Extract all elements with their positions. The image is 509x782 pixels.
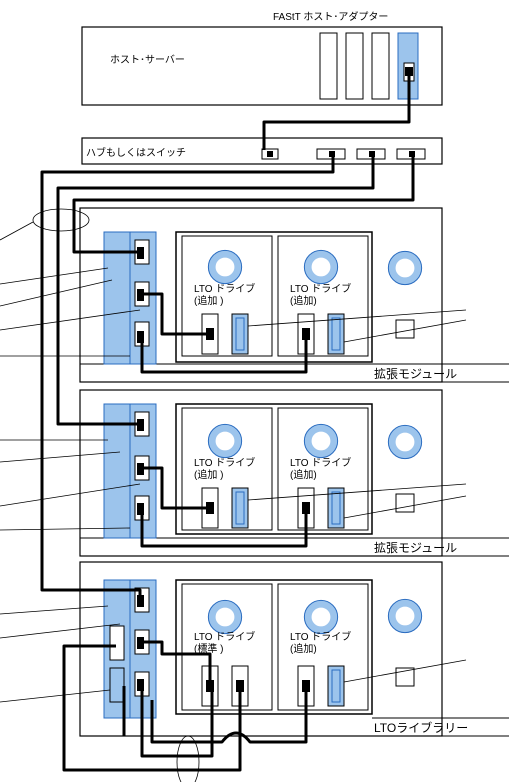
fan-1-outline xyxy=(387,250,423,286)
drive-label-line2-4: (追加) xyxy=(290,468,317,481)
cables xyxy=(40,72,415,772)
fan-1 xyxy=(388,251,422,285)
drive-disk-6-outline xyxy=(303,599,339,635)
hub-switch-label: ハブもしくはスイッチ xyxy=(86,146,186,159)
leader-lines xyxy=(0,208,467,782)
drive-label-line2-3: (追加 ) xyxy=(194,468,223,481)
drive-label-line1-2: LTO ドライブ xyxy=(290,282,351,295)
drive-label-line1-5: LTO ドライブ xyxy=(194,630,255,643)
drive-label-line2-2: (追加) xyxy=(290,294,317,307)
drive-label-line1-4: LTO ドライブ xyxy=(290,456,351,469)
fan-3 xyxy=(388,599,422,633)
fan-3-outline xyxy=(387,598,423,634)
host-server xyxy=(81,26,443,106)
host-server-label: ホスト･サーバー xyxy=(110,54,185,66)
module-2-label: 拡張モジュール xyxy=(374,541,457,555)
drive-disk-4 xyxy=(304,424,338,458)
cable-connectors xyxy=(137,67,413,692)
drive-disk-1-outline xyxy=(207,249,243,285)
host-adapter-label: FAStT ホスト･アダプター xyxy=(273,10,388,23)
lto-library xyxy=(79,561,443,737)
drive-disk-4-outline xyxy=(303,423,339,459)
library-label: LTOライブラリー xyxy=(374,720,468,735)
drive-label-line2-5: (標準 ) xyxy=(194,642,223,655)
drive-disk-3-outline xyxy=(207,423,243,459)
drive-disks xyxy=(207,249,423,635)
drive-bays xyxy=(175,231,373,715)
drive-disk-5 xyxy=(208,600,242,634)
controller-card-1 xyxy=(103,231,157,365)
fan-2-outline xyxy=(387,424,423,460)
drive-label-line1-3: LTO ドライブ xyxy=(194,456,255,469)
controller-card-3 xyxy=(103,579,157,719)
fan-2 xyxy=(388,425,422,459)
drive-label-line2-1: (追加 ) xyxy=(194,294,223,307)
drive-disk-3 xyxy=(208,424,242,458)
drive-label-line1-1: LTO ドライブ xyxy=(194,282,255,295)
drive-disk-5-outline xyxy=(207,599,243,635)
drive-label-line1-6: LTO ドライブ xyxy=(290,630,351,643)
drive-disk-2-outline xyxy=(303,249,339,285)
drive-disk-6 xyxy=(304,600,338,634)
drive-disk-2 xyxy=(304,250,338,284)
module-1-label: 拡張モジュール xyxy=(374,367,457,381)
drive-label-line2-6: (追加) xyxy=(290,642,317,655)
drive-disk-1 xyxy=(208,250,242,284)
